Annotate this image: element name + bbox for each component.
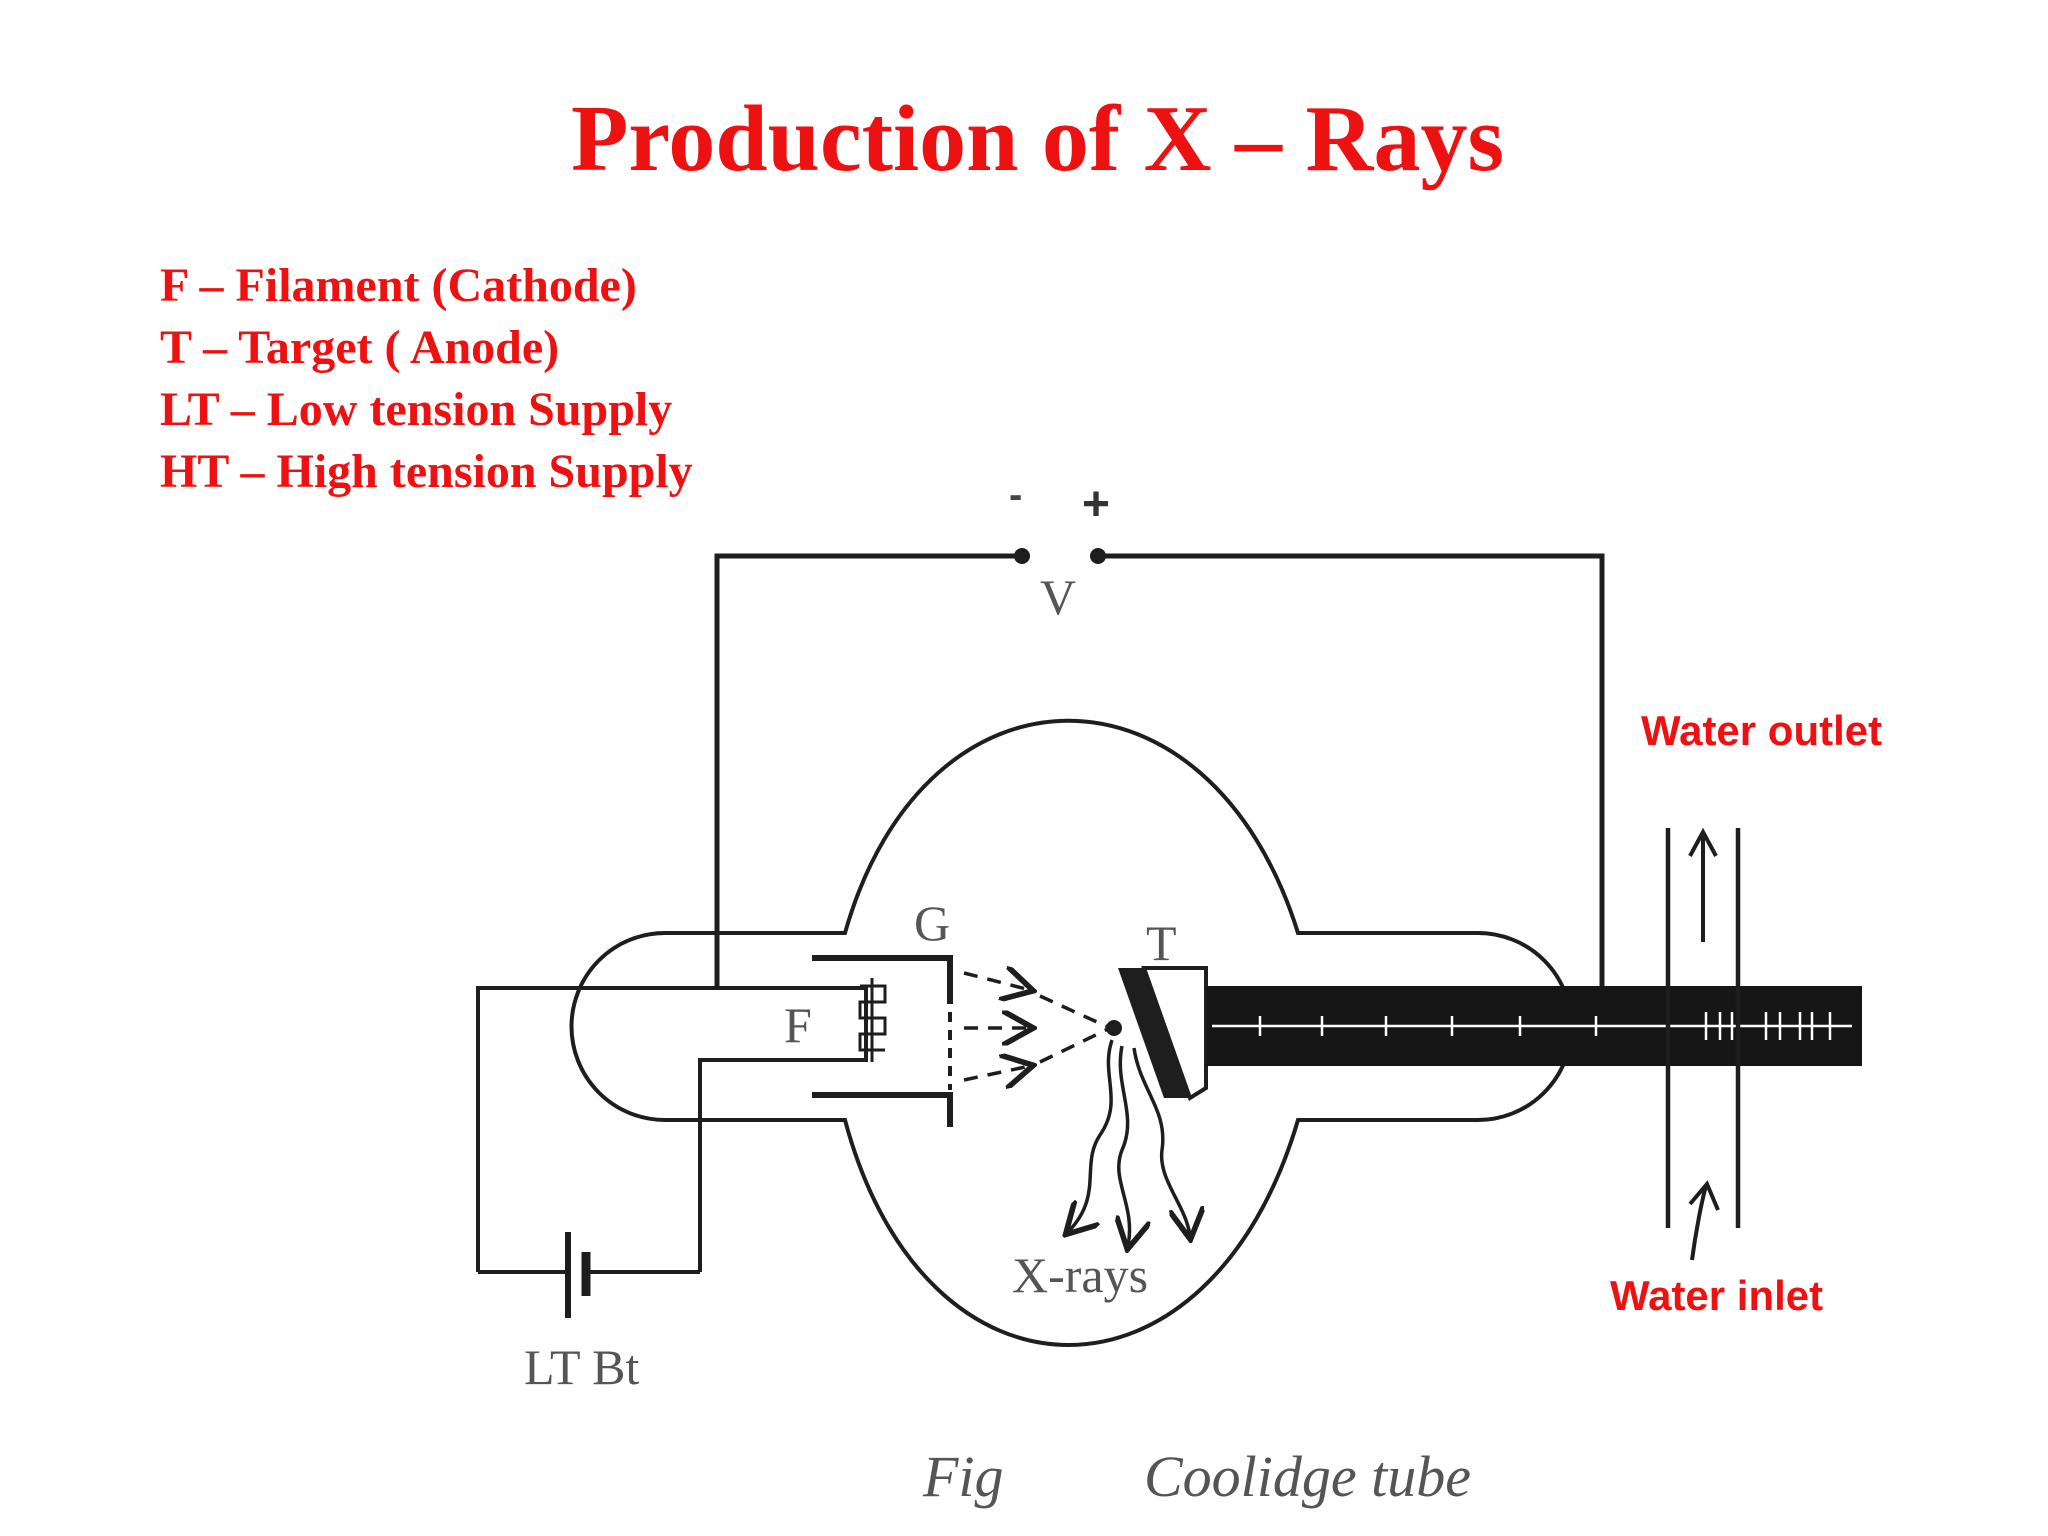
cooling-jacket [1665, 828, 1741, 1228]
water-outlet-label: Water outlet [1641, 707, 1882, 754]
water-outlet-arrow-icon [1688, 827, 1718, 942]
legend-item-filament: F – Filament (Cathode) [160, 259, 637, 312]
legend-item-target: T – Target ( Anode) [160, 321, 560, 374]
target-anode-face [1118, 968, 1190, 1098]
terminal-negative [1014, 548, 1030, 564]
voltage-plus-label: + [1082, 478, 1110, 531]
electron-beam [963, 973, 1111, 1080]
slide-title: Production of X – Rays [570, 87, 1505, 191]
filament-label: F [784, 997, 812, 1053]
legend-item-low-tension: LT – Low tension Supply [160, 383, 673, 436]
legend-list: F – Filament (Cathode) T – Target ( Anod… [160, 255, 693, 503]
terminal-positive [1090, 548, 1106, 564]
ht-circuit [714, 553, 1605, 988]
lt-battery-icon [478, 1232, 700, 1318]
voltage-label: V [1040, 569, 1076, 625]
tube-envelope [569, 718, 1574, 1347]
voltage-minus-label: - [1009, 473, 1022, 517]
caption-name: Coolidge tube [1144, 1444, 1471, 1509]
cathode-lead-outer [476, 986, 868, 1272]
water-inlet-label: Water inlet [1610, 1272, 1823, 1319]
target-anode [1141, 966, 1208, 1102]
focusing-grid [812, 955, 953, 1127]
legend-item-high-tension: HT – High tension Supply [160, 445, 693, 498]
xrays-label: X-rays [1012, 1247, 1148, 1303]
focal-spot [1106, 1020, 1122, 1036]
grid-label: G [914, 895, 950, 951]
x-ray-emission [1068, 1039, 1190, 1246]
water-inlet-arrow-icon [1688, 1180, 1720, 1261]
filament [858, 978, 887, 1062]
anode-rod-center-line [1212, 1012, 1852, 1040]
battery-label: LT Bt [524, 1339, 639, 1395]
target-label: T [1146, 915, 1177, 971]
caption-fig: Fig [922, 1444, 1004, 1509]
